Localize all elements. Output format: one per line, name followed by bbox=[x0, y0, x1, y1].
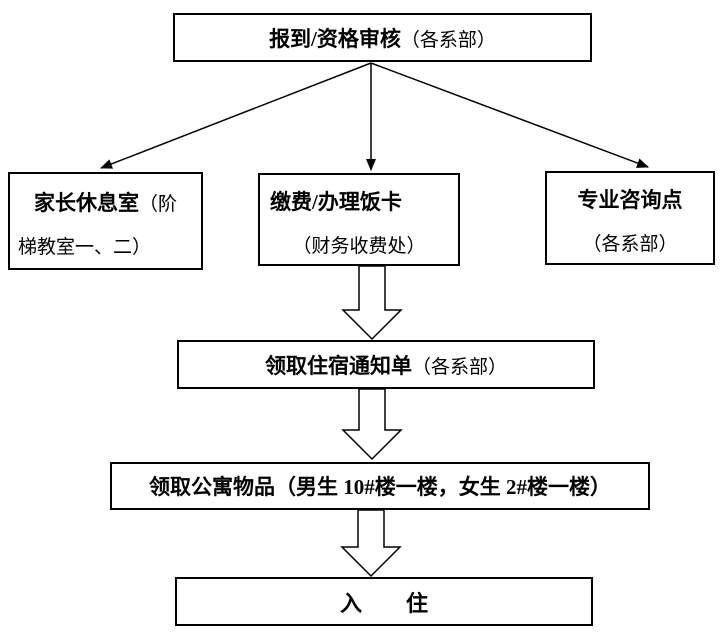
flow-node-checkin: 入 住 bbox=[175, 577, 593, 626]
flow-node-notice-main: 领取住宿通知单 bbox=[264, 353, 412, 378]
flow-node-register-main: 报到/资格审核 bbox=[269, 26, 401, 51]
flow-node-checkin-main: 入 住 bbox=[339, 590, 428, 616]
arrow-register-to-consult-icon bbox=[370, 62, 649, 168]
flow-node-parent-lounge-main: 家长休息室 bbox=[34, 191, 139, 215]
flow-node-payment: 缴费/办理饭卡 （财务收费处） bbox=[258, 173, 460, 266]
flow-node-parent-lounge-sub2: 梯教室一、二） bbox=[18, 237, 152, 258]
arrow-register-to-parent-lounge-icon bbox=[100, 62, 372, 169]
block-arrow-notice-to-items-icon bbox=[341, 388, 403, 461]
flow-node-payment-main: 缴费/办理饭卡 bbox=[270, 190, 402, 214]
flow-node-payment-sub: （财务收费处） bbox=[292, 236, 426, 257]
flow-node-consult: 专业咨询点 （各系部） bbox=[545, 171, 715, 265]
flow-node-consult-main: 专业咨询点 bbox=[577, 188, 683, 212]
flow-node-apartment-items: 领取公寓物品（男生 10#楼一楼，女生 2#楼一楼） bbox=[110, 462, 650, 510]
flow-node-register-sub: （各系部） bbox=[400, 29, 496, 51]
flow-node-parent-lounge-sub1: （阶 bbox=[139, 194, 178, 215]
flow-node-consult-sub: （各系部） bbox=[582, 234, 678, 255]
flow-node-apartment-items-main: 领取公寓物品（男生 10#楼一楼，女生 2#楼一楼） bbox=[149, 475, 611, 499]
flow-node-parent-lounge: 家长休息室（阶 梯教室一、二） bbox=[8, 172, 203, 270]
flow-node-notice-sub: （各系部） bbox=[411, 356, 507, 378]
flow-node-register: 报到/资格审核（各系部） bbox=[173, 13, 592, 62]
block-arrow-payment-to-notice-icon bbox=[341, 265, 403, 341]
block-arrow-items-to-checkin-icon bbox=[340, 509, 402, 578]
flow-node-notice: 领取住宿通知单（各系部） bbox=[177, 340, 595, 389]
